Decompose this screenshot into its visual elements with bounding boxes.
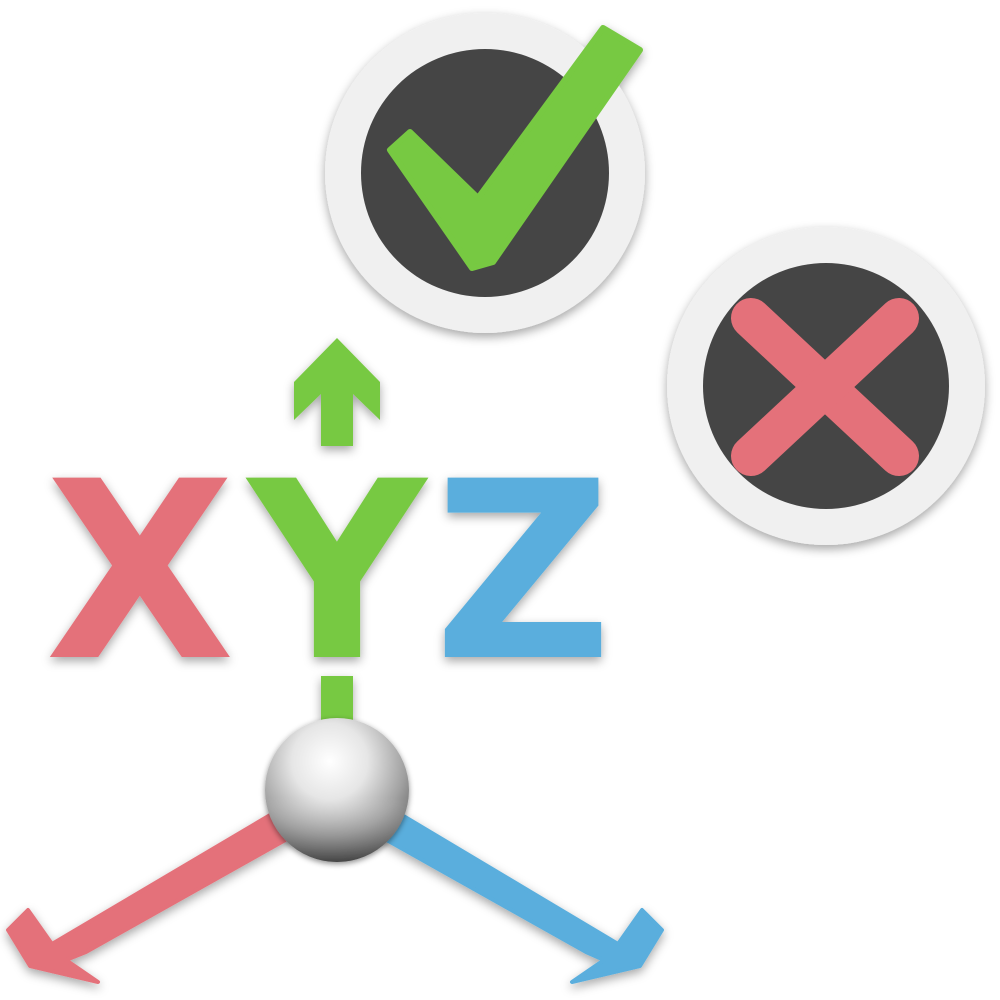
cancel-button[interactable] [667,227,985,545]
y-axis-arrow [294,338,380,720]
z-axis-arrow [374,806,664,984]
z-axis-letter: Z [434,430,612,716]
xyz-axis-gizmo-icon: X Y Z [6,338,664,984]
check-icon [387,25,643,271]
x-axis-letter: X [45,430,235,716]
origin-sphere-icon [265,718,409,862]
y-axis-letter: Y [245,430,429,716]
x-axis-arrow [6,806,298,984]
confirm-button[interactable] [325,13,645,333]
close-icon [731,298,919,476]
